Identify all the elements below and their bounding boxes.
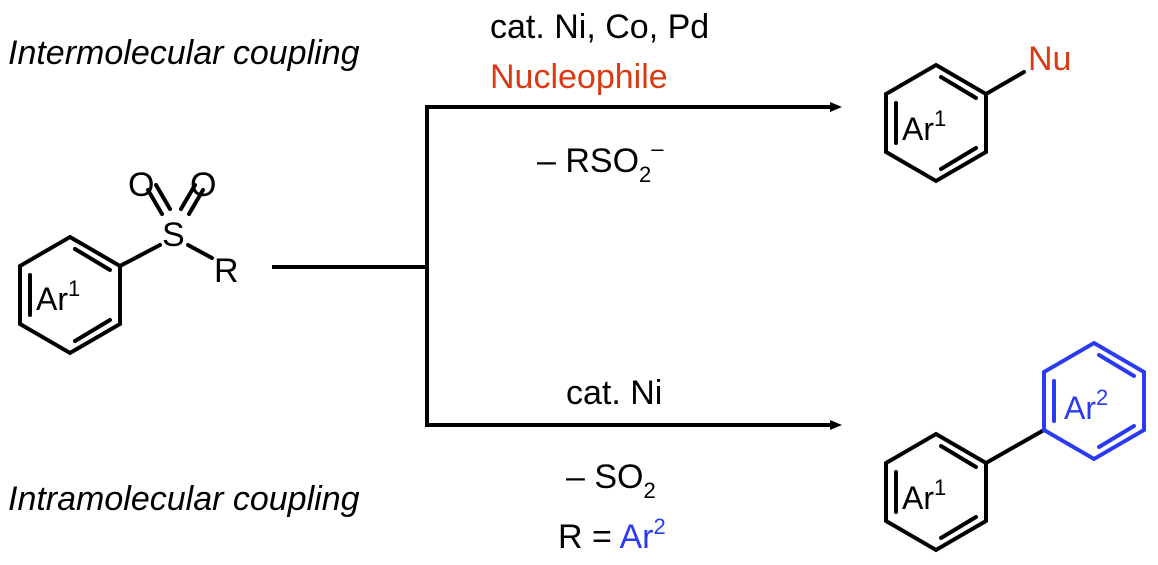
intramolecular-label: Intramolecular coupling [8, 480, 360, 518]
branch-connector [272, 102, 842, 430]
bottom-byproduct: – SO2 [566, 458, 656, 503]
product-bottom-ar2-label: Ar2 [1064, 385, 1108, 426]
product-top-ar-label: Ar1 [902, 106, 946, 147]
s-r-bond [186, 243, 214, 260]
c-nu-bond [984, 70, 1026, 96]
reactant-ring-double-bond [73, 318, 112, 343]
top-catalyst: cat. Ni, Co, Pd [490, 8, 709, 46]
reactant-molecule [18, 183, 214, 356]
product-bottom-ring2-double-bond [1097, 353, 1136, 378]
s-o-double-bond-left [154, 183, 172, 211]
product-bottom-ring1-double-bond [939, 515, 978, 540]
product-top-double-bond [939, 75, 978, 100]
product-bottom-ar1-label: Ar1 [902, 475, 946, 516]
r-group: R [214, 252, 239, 290]
s-o-double-bond-right [187, 188, 205, 216]
product-bottom-ring2 [1042, 340, 1146, 462]
c-s-bond [118, 243, 162, 268]
top-byproduct: – RSO2– [537, 136, 664, 187]
sulfur-atom: S [162, 216, 185, 254]
product-bottom-ring2-double-bond [1097, 424, 1136, 449]
product-top-double-bond [939, 146, 978, 171]
bottom-condition: R = Ar2 [558, 514, 666, 556]
product-top-molecule [884, 62, 1026, 184]
nucleophile-substituent: Nu [1028, 40, 1071, 78]
s-o-double-bond-left [146, 188, 164, 216]
oxygen-right: O [190, 166, 216, 204]
reactant-ring-double-bond [73, 247, 112, 272]
product-bottom-ring2-group [1042, 340, 1146, 462]
intermolecular-label: Intermolecular coupling [8, 34, 360, 72]
biaryl-bond [984, 428, 1046, 465]
top-reagent: Nucleophile [490, 58, 668, 96]
reactant-ar-label: Ar1 [36, 276, 80, 317]
s-o-double-bond-right [179, 183, 197, 211]
bottom-catalyst: cat. Ni [566, 374, 662, 412]
product-bottom-ring1-double-bond [939, 444, 978, 469]
oxygen-left: O [128, 166, 154, 204]
product-bottom-ring1-group [884, 428, 1046, 553]
